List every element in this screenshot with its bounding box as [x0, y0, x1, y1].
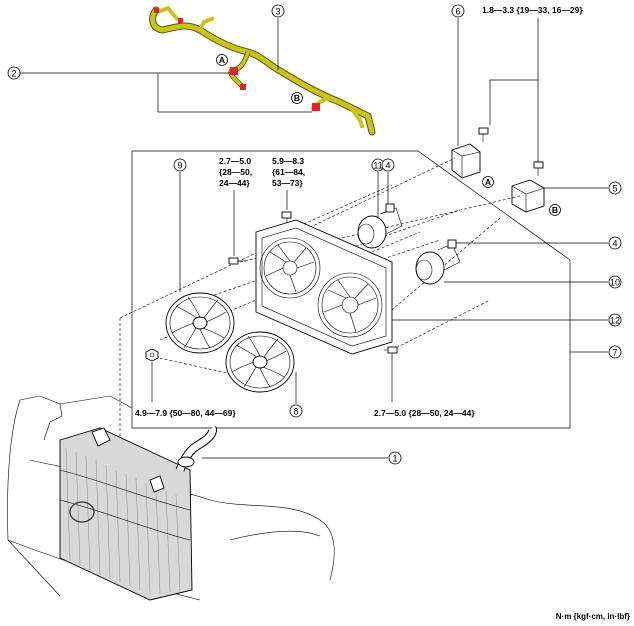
torque-shroud-bolt-right: 2.7—5.0 {28—50, 24—44} — [374, 408, 475, 418]
ref-a-relay: A — [485, 177, 491, 187]
callout-9: 9 — [177, 161, 182, 171]
ref-b-relay: B — [552, 205, 558, 215]
wiring-harness — [149, 5, 376, 136]
fan-nut — [145, 348, 159, 362]
callout-10: 10 — [610, 278, 620, 288]
fan-blade-8 — [225, 331, 295, 393]
shroud-bolt-left — [228, 257, 246, 265]
torque-fan-nut: 4.9—7.9 {50—80, 44—69} — [135, 408, 236, 418]
callout-4-upper: 4 — [385, 161, 390, 171]
fan-relay-a — [451, 143, 481, 179]
assembly-frame — [131, 150, 571, 429]
relay-bolt-2 — [533, 161, 544, 176]
ref-a-harness: A — [219, 55, 225, 65]
connector-b — [312, 103, 320, 111]
ref-b-harness: B — [294, 93, 300, 103]
callout-5: 5 — [612, 184, 617, 194]
torque-mid-bolt-line3: 53—73} — [272, 178, 303, 188]
callout-7: 7 — [612, 348, 617, 358]
radiator — [59, 427, 193, 601]
torque-left-bolt-line3: 24—44} — [219, 178, 250, 188]
torque-mid-bolt-line2: {61—84, — [272, 167, 305, 177]
torque-mid-bolt-line1: 5.9—8.3 — [272, 156, 304, 166]
callout-2: 2 — [11, 69, 16, 79]
torque-left-bolt-line2: {28—50, — [219, 167, 252, 177]
fan-relay-b — [511, 179, 545, 213]
fan-shroud — [255, 219, 393, 355]
relay-bolt-1 — [478, 127, 489, 142]
shroud-bolt-right — [384, 346, 398, 354]
fan-blade-9 — [165, 292, 235, 354]
connector-a — [230, 67, 238, 75]
callout-8: 8 — [293, 407, 298, 417]
fan-motor-10 — [415, 239, 461, 285]
callout-12: 12 — [610, 316, 620, 326]
units-note: N·m {kgf·cm, in·lbf} — [556, 612, 630, 621]
callout-6: 6 — [455, 7, 460, 17]
radiator-hose — [175, 425, 217, 472]
fan-motor-11 — [357, 203, 403, 249]
callout-1: 1 — [392, 454, 397, 464]
torque-relay-bolts: 1.8—3.3 {19—33, 16—29} — [482, 5, 583, 15]
callout-11: 11 — [373, 161, 382, 171]
callout-4-lower: 4 — [612, 239, 617, 249]
torque-left-bolt-line1: 2.7—5.0 — [219, 156, 251, 166]
callout-3: 3 — [275, 7, 280, 17]
